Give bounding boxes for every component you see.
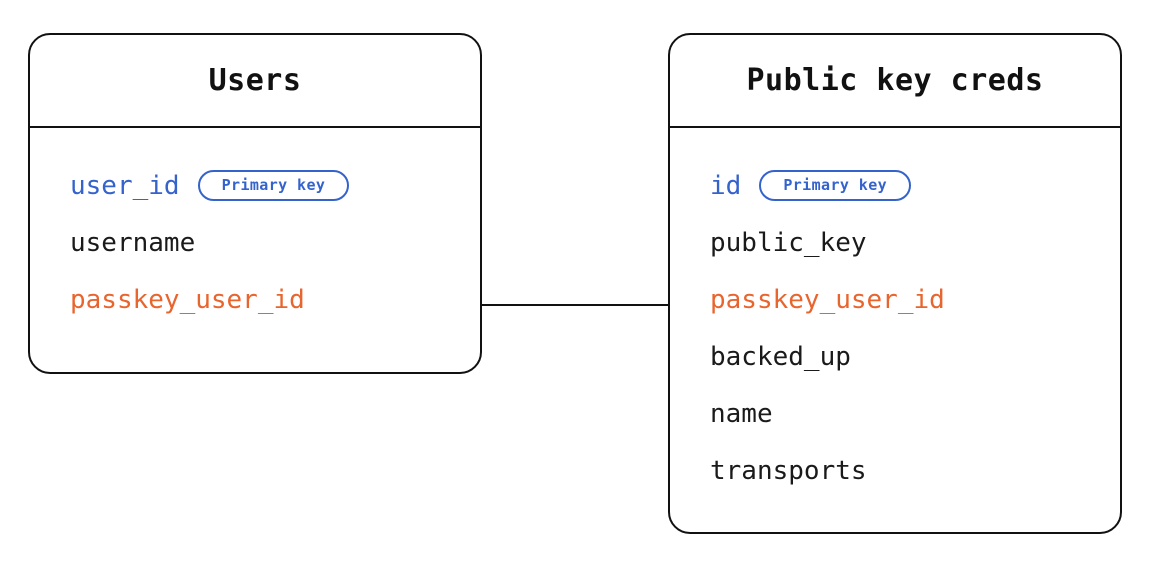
entity-public-key-creds-field-list: id Primary key public_key passkey_user_i… [670,128,1120,499]
entity-public-key-creds-title: Public key creds [746,62,1044,98]
entity-users-field-list: user_id Primary key username passkey_use… [30,128,480,328]
field-row-id[interactable]: id Primary key [670,157,1120,214]
field-row-username[interactable]: username [30,214,480,271]
field-name-username: username [70,227,196,258]
field-name-user-id: user_id [70,170,180,201]
field-row-passkey-user-id[interactable]: passkey_user_id [30,271,480,328]
entity-users-header: Users [30,35,480,128]
field-row-passkey-user-id[interactable]: passkey_user_id [670,271,1120,328]
field-name-transports: transports [710,455,867,486]
entity-users-title: Users [208,62,302,98]
field-name-passkey-user-id: passkey_user_id [710,284,945,315]
primary-key-badge: Primary key [197,170,350,201]
entity-public-key-creds[interactable]: Public key creds id Primary key public_k… [668,33,1122,534]
field-row-public-key[interactable]: public_key [670,214,1120,271]
field-name-public-key: public_key [710,227,867,258]
field-name-id: id [710,170,742,201]
field-name-backed-up: backed_up [710,341,851,372]
field-row-transports[interactable]: transports [670,442,1120,499]
field-row-name[interactable]: name [670,385,1120,442]
field-row-backed-up[interactable]: backed_up [670,328,1120,385]
field-name-passkey-user-id: passkey_user_id [70,284,305,315]
primary-key-badge: Primary key [759,170,912,201]
entity-users[interactable]: Users user_id Primary key username passk… [28,33,482,374]
field-row-user-id[interactable]: user_id Primary key [30,157,480,214]
entity-public-key-creds-header: Public key creds [670,35,1120,128]
field-name-name: name [710,398,773,429]
relationship-line-users-public-key-creds [479,304,670,306]
